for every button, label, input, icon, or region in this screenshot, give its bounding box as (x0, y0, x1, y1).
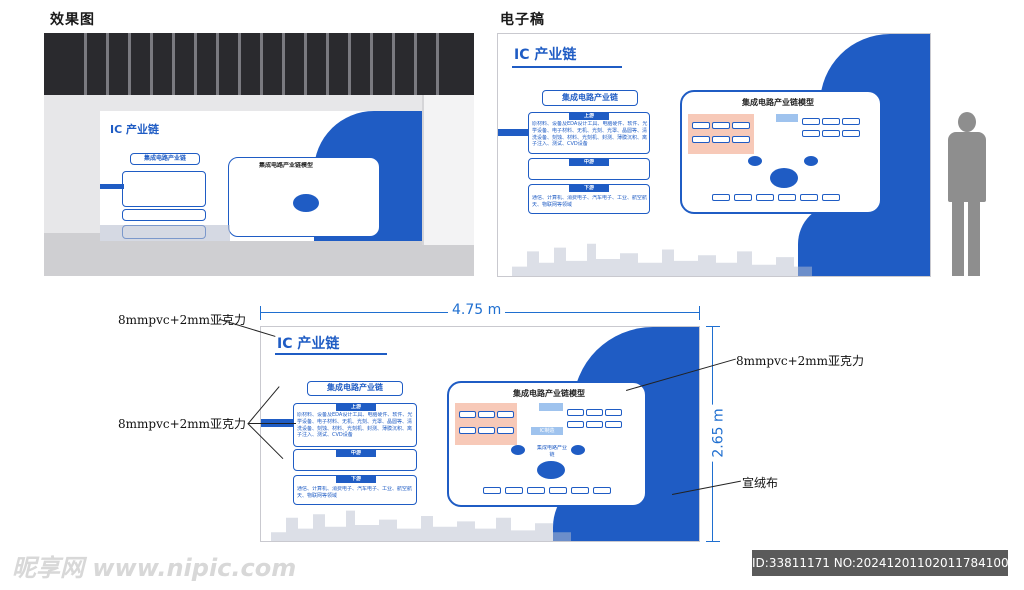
draft-midstream-box: 中游 (528, 158, 650, 180)
center-chain-label: 集成电路产业链 (536, 445, 567, 458)
drawing-midstream-box: 中游 (293, 449, 417, 471)
drawing-downstream-box: 下游 通信、计算机、消费电子、汽车电子、工业、航空航天、物联网等领域 (293, 475, 417, 505)
person-head (958, 112, 976, 132)
render-wall-title: IC 产业链 (110, 123, 159, 136)
drawing-upstream-box: 上游 原材料、设备及EDA设计工具、电脑硬件、软件、光学设备、电子材料、无机、光… (293, 403, 417, 447)
side-wall (422, 95, 474, 245)
render-wall: IC 产业链 集成电路产业链 集成电路产业链模型 (100, 111, 422, 241)
drawing-model-box: 集成电路产业链模型 IC制造 集成电路产业链 (447, 381, 647, 507)
height-dimension: 2.65 m (710, 404, 727, 462)
material-label-left: 8mmpvc+2mm亚克力 (118, 417, 247, 431)
drawing-wall: IC 产业链 集成电路产业链 上游 原材料、设备及EDA设计工具、电脑硬件、软件… (260, 326, 700, 542)
rendering-photo: IC 产业链 集成电路产业链 集成电路产业链模型 (44, 33, 474, 276)
draft-upstream-box: 上游 原材料、设备及EDA设计工具、电脑硬件、软件、光学设备、电子材料、无机、光… (528, 112, 650, 154)
draft-model-box: 集成电路产业链模型 (680, 90, 882, 214)
material-label-top: 8mmpvc+2mm亚克力 (118, 313, 247, 327)
render-model-title: 集成电路产业链模型 (259, 162, 314, 169)
person-leg-right (968, 200, 980, 276)
fabric-label: 宣绒布 (742, 476, 779, 490)
material-label-right: 8mmpvc+2mm亚克力 (736, 354, 865, 368)
width-dimension: 4.75 m (448, 302, 506, 318)
person-body (948, 132, 986, 202)
drawing-wall-title: IC 产业链 (277, 336, 340, 352)
ic-manufacturing-label: IC制造 (531, 427, 563, 435)
render-model-box: 集成电路产业链模型 (228, 157, 380, 237)
draft-downstream-box: 下游 通信、计算机、消费电子、汽车电子、工业、航空航天、物联网等领域 (528, 184, 650, 214)
render-chain-pill: 集成电路产业链 (130, 153, 200, 165)
draft-wall-title: IC 产业链 (514, 47, 577, 63)
rendering-title: 效果图 (50, 12, 95, 28)
draft-model-title: 集成电路产业链模型 (742, 98, 814, 107)
site-watermark: 昵享网 www.nipic.com (12, 554, 297, 582)
image-id-bar: ID:33811171 NO:20241201102011784100 (752, 550, 1009, 576)
render-upstream-box (122, 171, 206, 207)
render-midstream-box (122, 209, 206, 221)
drawing-chain-pill: 集成电路产业链 (307, 381, 403, 396)
electronic-draft-title: 电子稿 (500, 12, 545, 28)
draft-chain-pill: 集成电路产业链 (542, 90, 638, 106)
drawing-model-title: 集成电路产业链模型 (513, 389, 585, 398)
person-leg-left (952, 200, 964, 276)
electronic-draft-wall: IC 产业链 集成电路产业链 上游 原材料、设备及EDA设计工具、电脑硬件、软件… (497, 33, 931, 277)
ceiling (44, 33, 474, 95)
